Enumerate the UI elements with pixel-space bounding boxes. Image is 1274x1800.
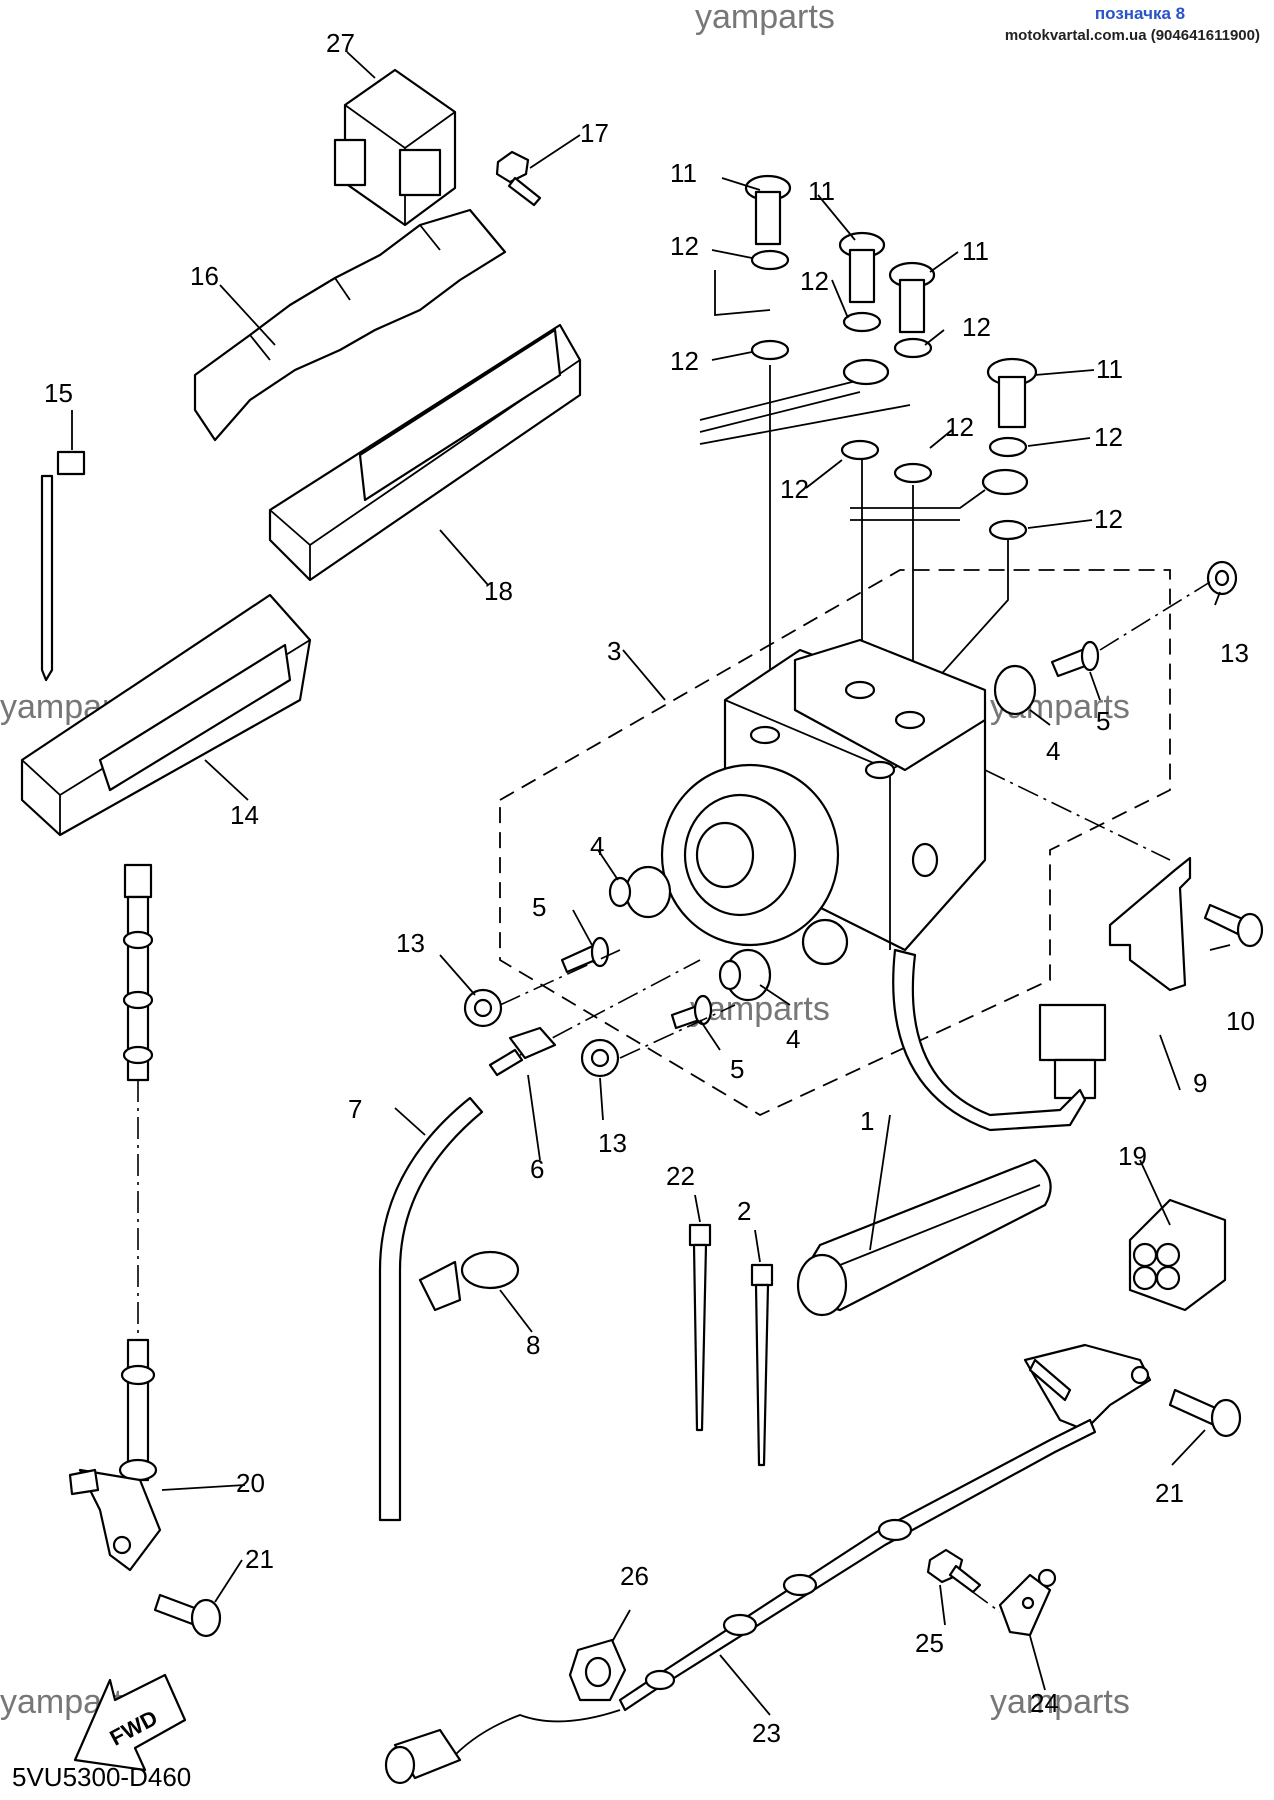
part-22-cable-tie xyxy=(688,1223,712,1432)
part-21-bolt-right xyxy=(1168,1388,1242,1438)
callout-11b: 11 xyxy=(808,176,835,206)
fwd-arrow: FWD xyxy=(73,1673,187,1772)
callout-4a: 4 xyxy=(590,831,604,861)
callout-2: 2 xyxy=(737,1196,751,1226)
callout-17: 17 xyxy=(580,118,609,148)
callout-21a: 21 xyxy=(245,1544,274,1574)
bolt-25-axis xyxy=(969,1589,1001,1613)
part-7-hose xyxy=(378,1096,484,1522)
callout-16: 16 xyxy=(190,261,219,291)
diagram-code: 5VU5300-D460 xyxy=(12,1762,192,1792)
part-11-bolts xyxy=(744,174,1038,429)
callout-13b: 13 xyxy=(1220,638,1249,668)
callout-25: 25 xyxy=(915,1628,944,1658)
part-17-bolt xyxy=(495,150,542,207)
assembly-3-outline xyxy=(499,569,1171,1117)
callouts: 27 17 16 15 18 14 11 11 11 11 12 12 12 1… xyxy=(44,28,1255,1748)
callout-7: 7 xyxy=(348,1094,362,1124)
fastener-axes xyxy=(499,581,1211,1059)
part-10-bolt xyxy=(1203,903,1264,948)
part-16-bracket xyxy=(193,208,507,442)
watermark-top: yamparts xyxy=(695,0,835,36)
callout-20: 20 xyxy=(236,1468,265,1498)
callout-23: 23 xyxy=(752,1718,781,1748)
part-12-washers xyxy=(750,249,1028,541)
abs-hydraulic-unit xyxy=(660,638,987,952)
part-24-bracket xyxy=(998,1568,1057,1637)
part-8-clip xyxy=(418,1250,520,1312)
callout-1: 1 xyxy=(860,1106,874,1136)
callout-13a: 13 xyxy=(396,928,425,958)
callout-8: 8 xyxy=(526,1330,540,1360)
part-2-cable-tie xyxy=(750,1263,774,1467)
brake-lines xyxy=(699,270,1029,521)
callout-12b: 12 xyxy=(800,266,829,296)
callout-26: 26 xyxy=(620,1561,649,1591)
watermark-bottom-right: yamparts xyxy=(990,1683,1130,1721)
callout-12h: 12 xyxy=(1094,504,1123,534)
callout-4b: 4 xyxy=(1046,736,1060,766)
part-13-nuts xyxy=(463,560,1238,1078)
callout-12g: 12 xyxy=(780,474,809,504)
part-25-bolt xyxy=(926,1548,982,1594)
callout-24: 24 xyxy=(1030,1688,1059,1718)
part-27-relay xyxy=(333,68,457,227)
callout-12c: 12 xyxy=(962,312,991,342)
callout-11a: 11 xyxy=(670,158,697,188)
callout-5b: 5 xyxy=(1096,706,1110,736)
leader-lines xyxy=(71,51,1231,1716)
part-20-front-sensor xyxy=(68,863,162,1572)
reference-label: позначка 8 xyxy=(1094,4,1186,23)
part-18-ecu xyxy=(268,323,582,582)
part-21-bolt-left xyxy=(153,1593,222,1638)
site-credit: motokvartal.com.ua (904641611900) xyxy=(1004,27,1260,44)
callout-9: 9 xyxy=(1193,1068,1207,1098)
alignment-lines xyxy=(769,365,1009,745)
callout-21b: 21 xyxy=(1155,1478,1184,1508)
callout-12a: 12 xyxy=(670,231,699,261)
part-19-coupler xyxy=(1128,1198,1227,1312)
callout-11d: 11 xyxy=(1096,354,1123,384)
callout-13c: 13 xyxy=(598,1128,627,1158)
callout-6: 6 xyxy=(530,1154,544,1184)
part-9-bracket xyxy=(1038,856,1192,1100)
part-4-dampers xyxy=(608,664,1037,1002)
part-23-rear-sensor xyxy=(384,1343,1152,1785)
callout-12e: 12 xyxy=(1094,422,1123,452)
callout-22: 22 xyxy=(666,1161,695,1191)
part-14-cover xyxy=(20,593,312,837)
callout-5c: 5 xyxy=(730,1054,744,1084)
callout-5a: 5 xyxy=(532,892,546,922)
callout-19: 19 xyxy=(1118,1141,1147,1171)
callout-27: 27 xyxy=(326,28,355,58)
part-26-clamp xyxy=(568,1638,627,1702)
callout-10: 10 xyxy=(1226,1006,1255,1036)
callout-11c: 11 xyxy=(962,236,989,266)
callout-12d: 12 xyxy=(670,346,699,376)
part-5-collar-bolts xyxy=(560,640,1100,1030)
part-6-sensor xyxy=(488,1026,557,1077)
abs-harness xyxy=(892,948,1087,1132)
part-15-connector xyxy=(40,450,86,682)
callout-15: 15 xyxy=(44,378,73,408)
callout-14: 14 xyxy=(230,800,259,830)
callout-12f: 12 xyxy=(945,412,974,442)
callout-3: 3 xyxy=(607,636,621,666)
callout-18: 18 xyxy=(484,576,513,606)
part-1-protector xyxy=(796,1158,1052,1317)
callout-4c: 4 xyxy=(786,1024,800,1054)
